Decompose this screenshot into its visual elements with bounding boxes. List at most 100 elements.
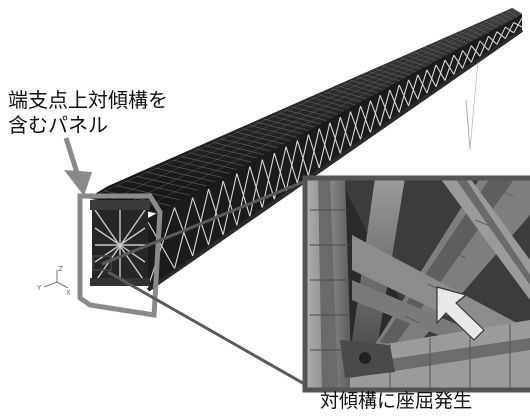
truss-diagonal bbox=[174, 197, 194, 269]
deck-rib bbox=[126, 180, 194, 197]
deck-rib bbox=[284, 109, 329, 122]
truss-diagonal bbox=[349, 105, 362, 147]
zoom-connector-line bbox=[101, 178, 309, 266]
deck-rib bbox=[197, 148, 254, 163]
deck-rib bbox=[189, 152, 247, 167]
deck-rib bbox=[477, 23, 493, 31]
deck-rib bbox=[305, 100, 346, 112]
callout-arrow bbox=[63, 137, 92, 196]
deck-rib bbox=[448, 36, 468, 45]
deck-rib bbox=[220, 138, 274, 152]
truss-diagonal bbox=[504, 22, 515, 39]
deck-rib bbox=[406, 54, 433, 64]
deck-rib bbox=[277, 112, 323, 125]
deck-rib bbox=[471, 25, 488, 34]
deck-rib bbox=[465, 28, 483, 36]
deck-rib bbox=[382, 65, 412, 76]
deck-rib bbox=[318, 94, 357, 106]
end-panel-highlight-frame bbox=[77, 193, 163, 318]
deck-rib bbox=[136, 175, 202, 192]
deck-rib bbox=[180, 156, 240, 171]
truss-diagonal bbox=[398, 79, 410, 113]
axis-triad: Z Y X bbox=[36, 265, 71, 297]
truss-diagonal bbox=[479, 36, 489, 57]
truss-diagonal bbox=[236, 166, 251, 226]
truss-diagonal bbox=[208, 180, 224, 246]
deck-rib bbox=[337, 85, 374, 97]
truss-diagonal bbox=[470, 40, 481, 63]
deck-rib bbox=[357, 77, 390, 88]
truss-diagonal bbox=[339, 111, 351, 154]
deck-rib bbox=[412, 52, 438, 62]
diagonal-member bbox=[440, 178, 530, 300]
deck-rib bbox=[311, 97, 352, 109]
deck-rib bbox=[494, 15, 508, 23]
truss-diagonal bbox=[487, 31, 498, 51]
deck-rib bbox=[172, 159, 233, 175]
deck-rib bbox=[483, 20, 498, 28]
truss-diagonal bbox=[496, 26, 506, 45]
truss-diagonal bbox=[307, 128, 320, 176]
truss-diagonal bbox=[513, 17, 523, 34]
deck-rib bbox=[263, 118, 311, 132]
deck-rib bbox=[436, 41, 458, 50]
deck-rib bbox=[249, 125, 299, 139]
axis-y-label: Y bbox=[36, 284, 42, 292]
support-line bbox=[465, 99, 471, 151]
deck-rib bbox=[163, 163, 225, 179]
deck-rib bbox=[242, 128, 293, 142]
truss-diagonal bbox=[389, 84, 400, 120]
deck-rib bbox=[227, 134, 280, 149]
truss-diagonal bbox=[435, 59, 446, 87]
truss-diagonal bbox=[249, 159, 263, 217]
truss-diagonal bbox=[147, 221, 176, 269]
truss-diagonal bbox=[273, 146, 287, 200]
deck-rib bbox=[388, 63, 417, 73]
truss-diagonal bbox=[453, 50, 464, 75]
deck-rib bbox=[424, 46, 448, 56]
truss-diagonal bbox=[426, 64, 437, 94]
truss-diagonal bbox=[417, 69, 428, 100]
truss-diagonal bbox=[359, 100, 371, 140]
deck-rib bbox=[350, 79, 385, 91]
deck-rib bbox=[291, 106, 335, 119]
deck-rib bbox=[235, 131, 286, 145]
bridge-model bbox=[87, 7, 524, 292]
deck-rib bbox=[369, 71, 401, 82]
deck-rib bbox=[418, 49, 443, 59]
deck-rib bbox=[344, 82, 380, 94]
deck-rib bbox=[489, 17, 503, 26]
callout-panel-line1: 端支点上対傾構を bbox=[8, 88, 168, 112]
axis-z-label: Z bbox=[58, 265, 63, 273]
deck-rib bbox=[430, 44, 453, 53]
deck-rib bbox=[460, 30, 478, 39]
deck-rib bbox=[331, 88, 369, 100]
axis-x-label: X bbox=[66, 289, 71, 297]
deck-rib bbox=[454, 33, 473, 42]
zoom-connector-line bbox=[107, 270, 309, 388]
end-cross-frame bbox=[90, 200, 150, 286]
deck-rib bbox=[103, 190, 174, 207]
truss-diagonal bbox=[318, 122, 331, 169]
deck-rib bbox=[324, 91, 363, 103]
deck-rib bbox=[115, 185, 184, 202]
truss-diagonal bbox=[296, 134, 309, 184]
truss-diagonal bbox=[408, 74, 419, 107]
deck-rib bbox=[511, 7, 523, 15]
support-line bbox=[469, 59, 479, 151]
bridge-deck bbox=[88, 8, 522, 214]
truss-diagonal bbox=[329, 117, 341, 161]
bridge-girder bbox=[148, 14, 522, 290]
truss-diagonal bbox=[369, 95, 381, 133]
deck-rib bbox=[212, 141, 267, 156]
deck-rib bbox=[500, 12, 513, 20]
truss-diagonal bbox=[444, 54, 455, 81]
zoom-inset bbox=[302, 175, 530, 393]
deck-rib bbox=[270, 115, 317, 128]
deck-rib bbox=[375, 68, 406, 79]
truss-diagonal bbox=[147, 207, 176, 288]
deck-rib bbox=[394, 60, 422, 70]
callout-zoom-label: 対傾構に座屈発生 bbox=[320, 390, 473, 412]
deck-rib bbox=[442, 38, 463, 48]
